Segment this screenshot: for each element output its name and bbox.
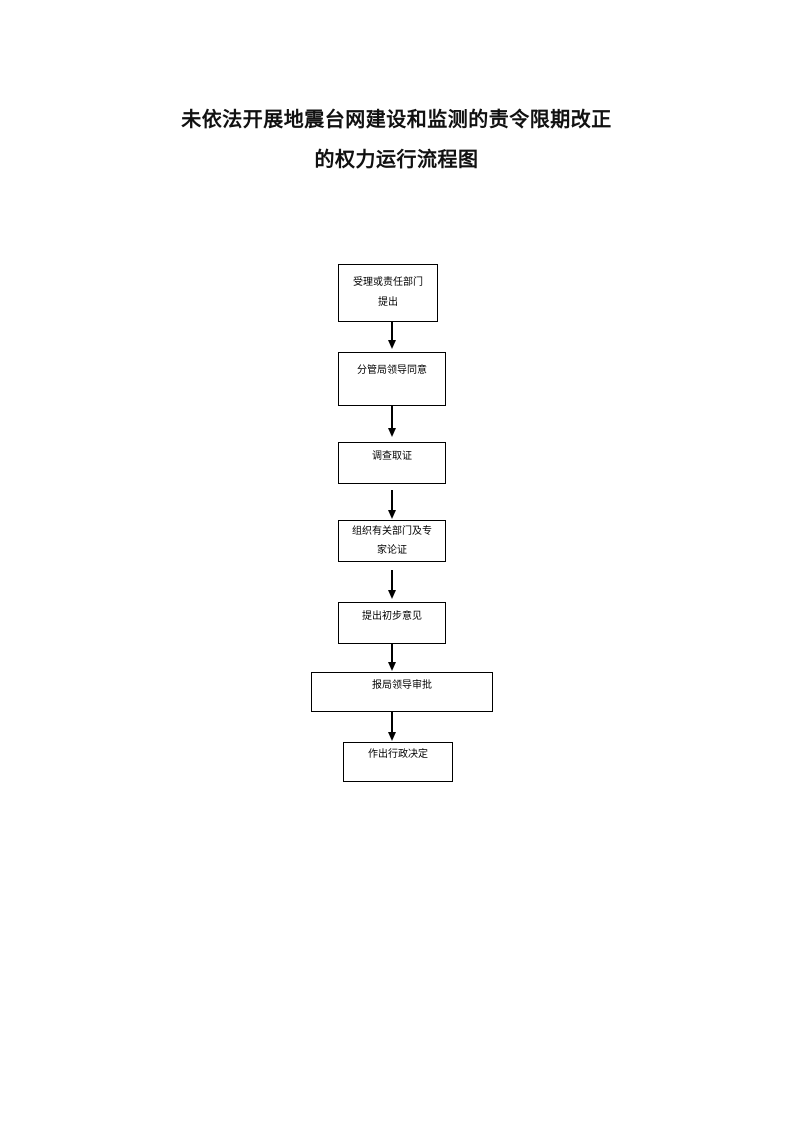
flow-step-text: 提出初步意见 [362, 611, 422, 622]
flow-step-deputy-director-approval: 分管局领导同意 [338, 352, 446, 406]
flow-step-text: 受理或责任部门 [353, 277, 423, 288]
flow-arrow-shaft [391, 406, 393, 430]
flow-step-text: 分管局领导同意 [357, 365, 427, 376]
flow-step-preliminary-opinion: 提出初步意见 [338, 602, 446, 644]
flow-arrow-shaft [391, 644, 393, 664]
page-title-line-1: 未依法开展地震台网建设和监测的责令限期改正 [181, 107, 612, 131]
flow-step-expert-review: 组织有关部门及专 家论证 [338, 520, 446, 562]
flow-step-text: 调查取证 [372, 451, 412, 462]
flow-arrow-shaft [391, 712, 393, 734]
flow-step-director-approval: 报局领导审批 [311, 672, 493, 712]
flow-step-text: 报局领导审批 [372, 680, 432, 691]
flow-step-investigation: 调查取证 [338, 442, 446, 484]
flow-step-administrative-decision: 作出行政决定 [343, 742, 453, 782]
flow-arrow-down-icon [388, 732, 396, 741]
flow-arrow-shaft [391, 570, 393, 592]
flow-arrow-shaft [391, 322, 393, 342]
flow-step-text: 作出行政决定 [368, 749, 428, 760]
flow-arrow-down-icon [388, 340, 396, 349]
flow-arrow-down-icon [388, 428, 396, 437]
flow-step-text: 家论证 [377, 545, 407, 556]
flow-arrow-down-icon [388, 510, 396, 519]
flow-step-accept-or-propose: 受理或责任部门 提出 [338, 264, 438, 322]
flow-step-text: 提出 [378, 297, 398, 308]
flow-arrow-down-icon [388, 590, 396, 599]
page-title-line-2: 的权力运行流程图 [314, 147, 479, 171]
flow-arrow-down-icon [388, 662, 396, 671]
flow-arrow-shaft [391, 490, 393, 512]
flow-step-text: 组织有关部门及专 [352, 526, 432, 537]
